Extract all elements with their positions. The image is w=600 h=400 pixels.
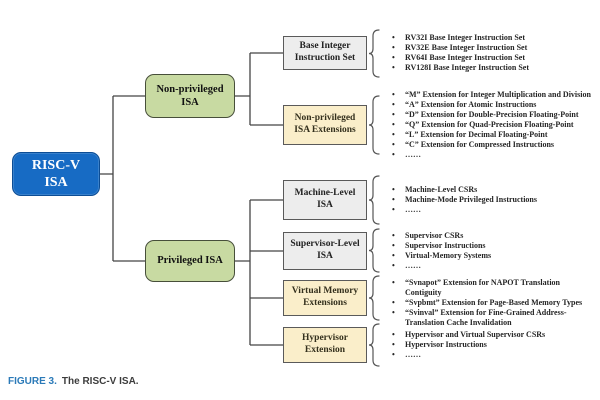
bullet-item: RV32E Base Integer Instruction Set: [391, 43, 597, 53]
bullet-list-nonpriv-extensions: “M” Extension for Integer Multiplication…: [391, 90, 597, 160]
node-privileged-isa: Privileged ISA: [145, 240, 235, 282]
bullet-item: “C” Extension for Compressed Instruction…: [391, 140, 597, 150]
bullet-list-machine-level: Machine-Level CSRsMachine-Mode Privilege…: [391, 185, 597, 215]
bullet-item: “Svnapot” Extension for NAPOT Translatio…: [391, 278, 597, 298]
bullet-item: Supervisor CSRs: [391, 231, 597, 241]
bullet-item: ……: [391, 205, 597, 215]
node-non-privileged-isa-extensions: Non-privileged ISA Extensions: [283, 105, 367, 145]
bullet-item: Hypervisor and Virtual Supervisor CSRs: [391, 330, 597, 340]
bullet-item: Virtual-Memory Systems: [391, 251, 597, 261]
bullet-item: Supervisor Instructions: [391, 241, 597, 251]
node-riscv-isa: RISC-V ISA: [12, 152, 100, 196]
figure-caption-text: The RISC-V ISA.: [61, 376, 139, 387]
brace-icon: [368, 323, 380, 367]
node-non-privileged-isa: Non-privileged ISA: [145, 74, 235, 118]
bullet-item: “Svpbmt” Extension for Page-Based Memory…: [391, 298, 597, 308]
brace-icon: [368, 275, 380, 321]
bullet-item: RV32I Base Integer Instruction Set: [391, 33, 597, 43]
bullet-item: ……: [391, 150, 597, 160]
bullet-item: Machine-Level CSRs: [391, 185, 597, 195]
connector-priv-to-groups: [235, 199, 283, 346]
node-hypervisor-extension: Hypervisor Extension: [283, 327, 367, 363]
brace-icon: [368, 95, 380, 155]
figure-caption-label: FIGURE 3.: [8, 376, 57, 387]
bullet-item: “Q” Extension for Quad-Precision Floatin…: [391, 120, 597, 130]
bullet-item: “D” Extension for Double-Precision Float…: [391, 110, 597, 120]
bullet-item: “A” Extension for Atomic Instructions: [391, 100, 597, 110]
node-virtual-memory-extensions: Virtual Memory Extensions: [283, 280, 367, 316]
bullet-item: “M” Extension for Integer Multiplication…: [391, 90, 597, 100]
bullet-list-virtual-memory: “Svnapot” Extension for NAPOT Translatio…: [391, 278, 597, 328]
bullet-item: “L” Extension for Decimal Floating-Point: [391, 130, 597, 140]
node-base-integer-instruction-set: Base Integer Instruction Set: [283, 36, 367, 70]
brace-icon: [368, 29, 380, 78]
bullet-item: RV64I Base Integer Instruction Set: [391, 53, 597, 63]
bullet-item: Machine-Mode Privileged Instructions: [391, 195, 597, 205]
bullet-list-hypervisor: Hypervisor and Virtual Supervisor CSRsHy…: [391, 330, 597, 360]
figure-caption: FIGURE 3. The RISC-V ISA.: [8, 376, 139, 387]
connector-nonpriv-to-groups: [235, 52, 283, 126]
bullet-item: “Svinval” Extension for Fine-Grained Add…: [391, 308, 597, 328]
bullet-item: Hypervisor Instructions: [391, 340, 597, 350]
bullet-item: ……: [391, 350, 597, 360]
brace-icon: [368, 175, 380, 225]
bullet-item: ……: [391, 261, 597, 271]
bullet-list-base-integer: RV32I Base Integer Instruction SetRV32E …: [391, 33, 597, 73]
node-supervisor-level-isa: Supervisor-Level ISA: [283, 232, 367, 270]
node-machine-level-isa: Machine-Level ISA: [283, 180, 367, 220]
brace-icon: [368, 228, 380, 273]
bullet-list-supervisor-level: Supervisor CSRsSupervisor InstructionsVi…: [391, 231, 597, 271]
connector-root-to-branches: [100, 95, 145, 262]
bullet-item: RV128I Base Integer Instruction Set: [391, 63, 597, 73]
